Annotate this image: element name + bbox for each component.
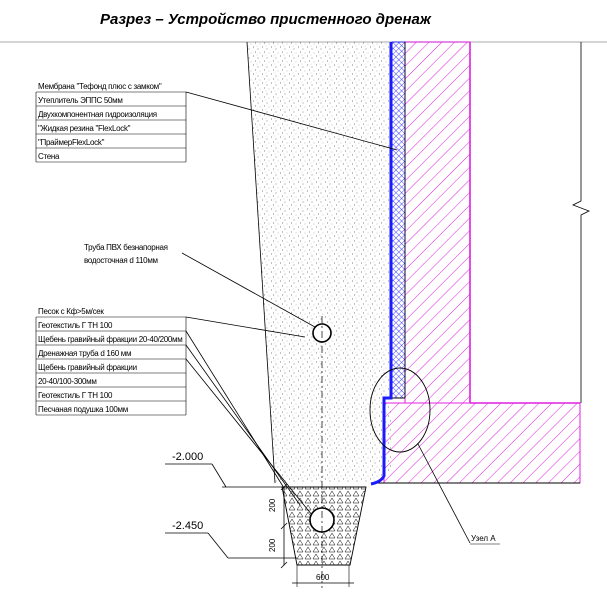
vertical-dimension-tick-2 bbox=[280, 522, 288, 530]
elevation-upper-leader bbox=[211, 463, 227, 488]
sand-backfill bbox=[247, 42, 391, 483]
dimension-height-lower: 200 bbox=[268, 538, 277, 552]
elevation-lower-leader bbox=[207, 532, 229, 559]
wall-layer-wall: Стена bbox=[38, 152, 60, 161]
wall-layer-liquid-rubber: "Жидкая резина "FlexLock" bbox=[38, 124, 131, 133]
break-line bbox=[572, 42, 590, 403]
backfill-edge bbox=[246, 41, 276, 484]
drain-layer-geotextile-2: Геотекстиль Г ТН 100 bbox=[38, 391, 113, 400]
node-label: Узел А bbox=[471, 534, 496, 543]
insulation-layer bbox=[391, 41, 406, 399]
elevation-lower: -2.450 bbox=[172, 520, 203, 532]
drain-layer-gravel-2: Щебень гравийный фракции bbox=[38, 363, 137, 372]
pipe-label-line-2: водосточная d 110мм bbox=[84, 256, 158, 265]
node-callout-circle bbox=[369, 367, 431, 453]
foundation-slab bbox=[383, 402, 581, 484]
dimension-height-upper: 200 bbox=[268, 498, 277, 512]
drain-leader-geotextile bbox=[185, 330, 285, 489]
drain-layer-sand-cushion: Песчаная подушка 100мм bbox=[38, 405, 128, 414]
pipe-label-line-1: Труба ПВХ безнапорная bbox=[84, 243, 168, 252]
waterproofing-membrane bbox=[370, 42, 393, 486]
wall-layers-leader bbox=[185, 91, 398, 151]
drain-layer-drain-pipe: Дренажная труба d 160 мм bbox=[38, 349, 131, 358]
drain-leader-sand bbox=[185, 316, 306, 338]
drain-layer-gravel-2-fraction: 20-40/100-300мм bbox=[38, 377, 97, 386]
drain-leader-pipe bbox=[185, 358, 313, 516]
pipe-label-leader bbox=[181, 252, 316, 328]
wall-layer-membrane: Мембрана "Тефонд плюс с замком" bbox=[38, 82, 162, 91]
vertical-dimension-tick-3 bbox=[280, 561, 288, 569]
drain-layers-table: Песок с Кф>5м/сек Геотекстиль Г ТН 100 Щ… bbox=[35, 307, 187, 416]
node-callout-leader bbox=[417, 443, 471, 544]
drain-layer-geotextile-1: Геотекстиль Г ТН 100 bbox=[38, 321, 113, 330]
drawing-title: Разрез – Устройство пристенного дренаж bbox=[100, 11, 432, 28]
wall-layer-insulation: Утеплитель ЭППС 50мм bbox=[38, 96, 123, 105]
dimension-trench-width: 600 bbox=[316, 573, 330, 582]
wall-layers-table: Мембрана "Тефонд плюс с замком" Утеплите… bbox=[35, 82, 187, 163]
vertical-dimension-tick-1 bbox=[280, 483, 288, 491]
wall-layer-primer: "ПраймерFlexLock" bbox=[38, 138, 105, 147]
wall-layer-waterproofing: Двухкомпонентная гидроизоляция bbox=[38, 110, 157, 119]
elevation-upper: -2.000 bbox=[172, 451, 203, 463]
drain-layer-sand: Песок с Кф>5м/сек bbox=[38, 307, 104, 316]
wall bbox=[404, 41, 471, 404]
drain-layer-gravel-1: Щебень гравийный фракции 20-40/200мм bbox=[38, 335, 182, 344]
drain-leader-gravel bbox=[185, 344, 301, 506]
